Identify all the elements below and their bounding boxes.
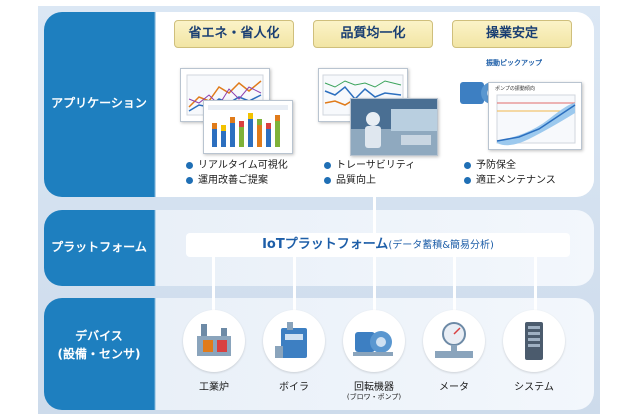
bullets-quality: トレーサビリティ 品質向上 [324, 158, 415, 188]
bullets-energy: リアルタイム可視化 運用改善ご提案 [186, 158, 288, 188]
connector-device-2 [293, 257, 296, 311]
layer-label-devices-line2: (設備・センサ) [57, 347, 141, 361]
factory-photo [350, 98, 438, 156]
bullet-text: 品質向上 [336, 175, 376, 186]
device-sublabel-rotating-machine: (ブロワ・ポンプ) [346, 393, 402, 401]
bullet-text: トレーサビリティ [336, 160, 416, 171]
category-title-quality: 品質均一化 [313, 20, 433, 48]
meter-icon [435, 322, 473, 358]
rotating-machine-icon [353, 331, 393, 356]
iot-platform-detail: (データ蓄積&簡易分析) [388, 240, 494, 251]
bullet-dot-icon [186, 177, 193, 184]
line-chart-thumbnail [180, 68, 270, 122]
category-title-energy: 省エネ・省人化 [174, 20, 294, 48]
bar-chart-thumbnail [203, 100, 293, 154]
device-boiler [263, 310, 325, 372]
bullet-dot-icon [324, 162, 331, 169]
vibration-trend-thumbnail: ポンプの振動傾向 [488, 82, 582, 150]
device-label-furnace: 工業炉 [199, 382, 229, 393]
device-rotating-machine [343, 310, 405, 372]
bullets-operation: 予防保全 適正メンテナンス [464, 158, 556, 188]
boiler-icon [275, 322, 307, 358]
connector-device-4 [453, 257, 456, 311]
bullet-dot-icon [464, 162, 471, 169]
layer-label-application: アプリケーション [51, 96, 147, 110]
device-meter [423, 310, 485, 372]
connector-device-3 [373, 257, 376, 311]
bullet-text: 運用改善ご提案 [198, 175, 268, 186]
bullet-text: 適正メンテナンス [476, 175, 556, 186]
device-label-boiler: ボイラ [279, 382, 309, 393]
iot-platform-name: IoTプラットフォーム [262, 237, 389, 252]
device-label-rotating-machine: 回転機器 [354, 382, 394, 393]
device-label-meter: メータ [439, 382, 469, 393]
layer-label-devices-line1: デバイス [75, 329, 123, 343]
server-icon [525, 322, 543, 360]
bullet-dot-icon [186, 162, 193, 169]
layer-label-platform: プラットフォーム [51, 240, 147, 254]
device-system [503, 310, 565, 372]
bullet-dot-icon [324, 177, 331, 184]
device-label-system: システム [514, 382, 554, 393]
vibration-chart-caption: ポンプの振動傾向 [495, 86, 535, 92]
bar-chart-icon [208, 105, 288, 147]
connector-device-5 [534, 257, 537, 311]
device-furnace [183, 310, 245, 372]
category-title-operation: 操業安定 [452, 20, 572, 48]
bullet-text: 予防保全 [476, 160, 516, 171]
vibration-trend-icon [496, 94, 576, 146]
connector-app-platform [373, 197, 376, 233]
furnace-icon [197, 324, 231, 356]
factory-worker-icon [351, 99, 437, 155]
iot-platform-bar: IoTプラットフォーム(データ蓄積&簡易分析) [186, 233, 570, 257]
bullet-text: リアルタイム可視化 [198, 160, 288, 171]
bullet-dot-icon [464, 177, 471, 184]
layer-label-devices: デバイス (設備・センサ) [44, 327, 154, 363]
connector-device-1 [212, 257, 215, 311]
vibration-pickup-label: 振動ピックアップ [486, 59, 542, 67]
